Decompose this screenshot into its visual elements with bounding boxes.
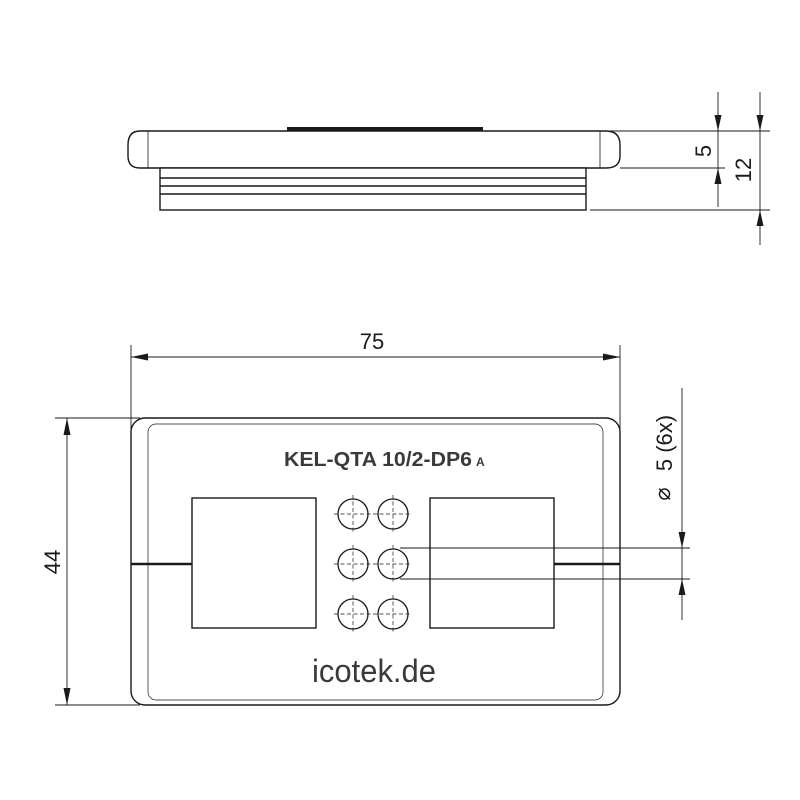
arrow-height-bottom [63,688,71,705]
side-view-top-ridge [287,127,483,131]
front-view [130,417,621,706]
dim-flange-thickness: 5 [691,145,716,157]
arrow-hole-top [678,532,686,548]
front-view-arrows [63,353,686,705]
dim-diameter-symbol: ⌀ [650,487,675,500]
arrow-width-left [131,353,148,361]
brand-text: icotek.de [312,653,436,689]
arrow-total-bottom [756,210,764,226]
arrow-flange-bottom [714,168,722,184]
cable-slot-right [429,497,555,629]
hole-centerlines [334,495,412,633]
arrow-height-top [63,418,71,435]
side-view-arrows [714,115,764,226]
dim-height: 44 [40,550,65,574]
dim-total-depth: 12 [731,158,756,182]
arrow-flange-top [714,115,722,131]
arrow-total-top [756,115,764,131]
side-view [127,127,621,211]
dim-hole-diameter: 5 (6x) [652,415,677,471]
product-label: KEL-QTA 10/2-DP6 [284,449,472,471]
arrow-hole-bottom [678,579,686,595]
front-view-inner-outline [147,423,604,701]
dim-width: 75 [360,329,384,354]
cable-slot-left [191,497,317,629]
side-view-body [159,167,587,211]
arrow-width-right [603,353,620,361]
side-view-flange [127,130,621,169]
product-label-suffix: A [476,455,485,469]
grommet-holes [334,495,412,633]
